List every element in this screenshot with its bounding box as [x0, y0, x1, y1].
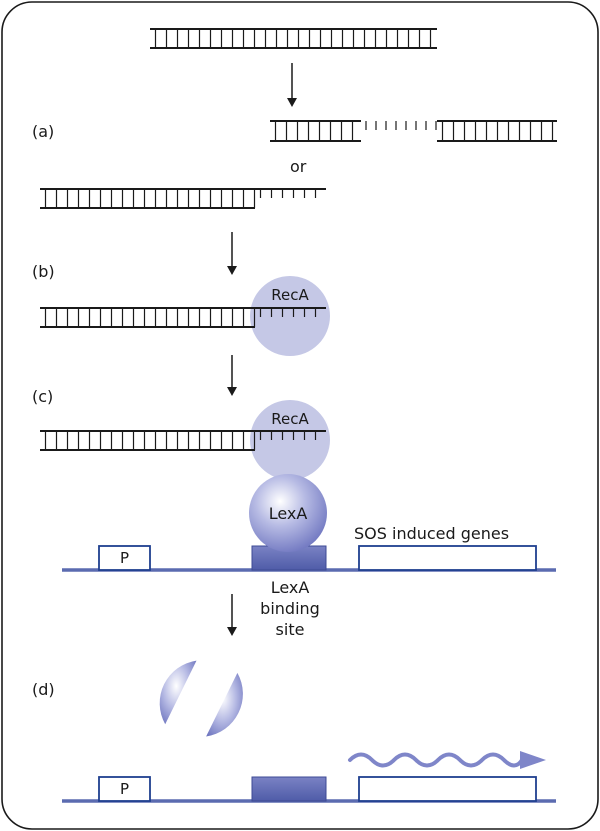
step-arrow-2 [227, 232, 237, 275]
promoter-label-d: P [120, 780, 129, 798]
reca-bound-dna-b [40, 307, 326, 328]
lexa-label: LexA [269, 504, 308, 523]
step-arrow-3 [227, 355, 237, 396]
panel-label-c: (c) [32, 387, 53, 406]
overhang-dsdna [40, 188, 326, 209]
promoter-label-c: P [120, 549, 129, 567]
intact-dsdna [150, 28, 437, 49]
binding-site-label-line2: binding [260, 599, 320, 618]
binding-site-label-line3: site [276, 620, 305, 639]
sos-genes-box-d [358, 776, 537, 802]
panel-label-b: (b) [32, 262, 55, 281]
promoter-box-c [98, 545, 151, 571]
sos-genes-box-c [358, 545, 537, 571]
reca-label-b: RecA [271, 286, 309, 304]
step-arrow-4 [227, 594, 237, 636]
transcript-arrowhead [520, 751, 546, 769]
promoter-box-d [98, 776, 151, 802]
reca-protein-c [250, 400, 330, 480]
lexa-binding-site-d [251, 776, 327, 802]
reca-label-c: RecA [271, 410, 309, 428]
or-connector: or [290, 157, 307, 176]
gapped-dsdna [270, 120, 557, 142]
lexa-repressor [249, 474, 327, 552]
sos-genes-label: SOS induced genes [354, 524, 509, 543]
step-arrow-1 [287, 63, 297, 107]
lexa-fragment-right [206, 672, 243, 737]
binding-site-label-line1: LexA [271, 578, 310, 597]
cleaved-lexa [159, 660, 243, 737]
panel-label-d: (d) [32, 680, 55, 699]
lexa-fragment-left [159, 660, 197, 725]
mrna-transcript [348, 752, 524, 768]
panel-label-a: (a) [32, 122, 54, 141]
reca-protein-b [250, 276, 330, 356]
reca-bound-dna-c [40, 430, 326, 451]
